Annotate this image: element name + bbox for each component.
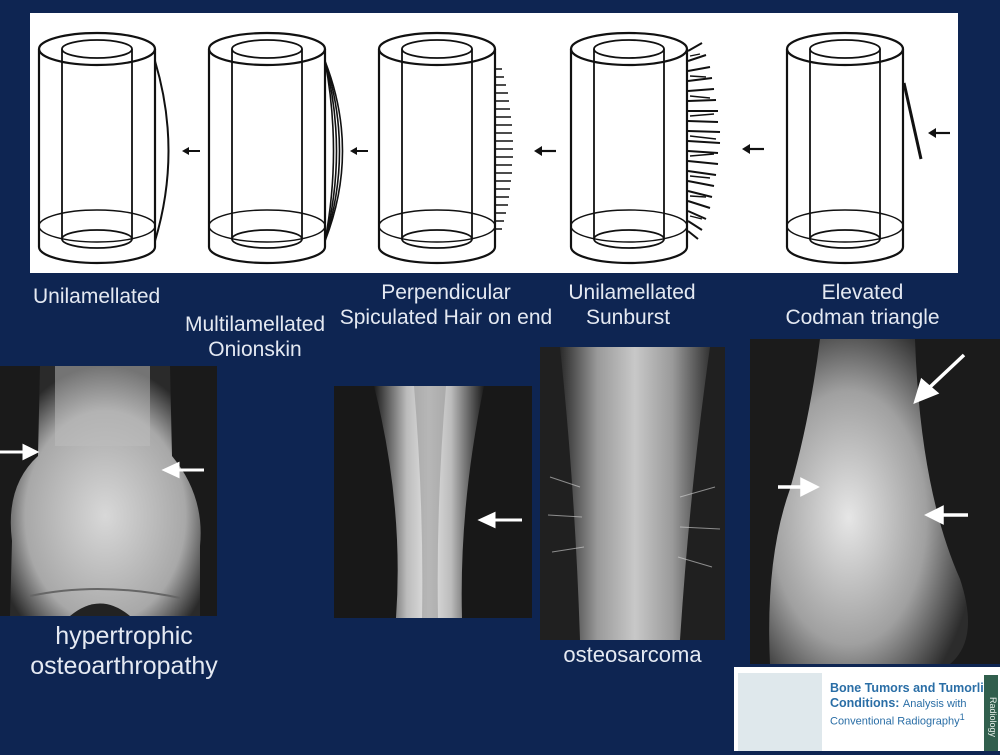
label-line: Sunburst (586, 306, 671, 329)
label-line: Unilamellated (33, 285, 161, 308)
paper-title: Bone Tumors and Tumorlike Conditions: An… (830, 681, 998, 712)
journal-name: Radiology (988, 696, 998, 738)
label-multilamellated: Multilamellated Onionskin (185, 312, 325, 362)
label-sunburst: Unilamellated Sunburst (566, 280, 698, 330)
diagram-perpendicular-hair-on-end (377, 31, 556, 265)
label-perpendicular: Perpendicular Spiculated Hair on end (336, 280, 556, 330)
paper-cover-image (738, 673, 822, 751)
caption-line: hypertrophic (55, 622, 193, 650)
label-line: Perpendicular (381, 281, 511, 304)
diagram-unilamellated (37, 31, 200, 265)
paper-title-rest: Analysis with (902, 698, 967, 710)
xray-hypertrophic-osteoarthropathy (0, 366, 217, 616)
xray-hair-on-end (334, 386, 532, 618)
periosteal-reaction-diagram-panel (30, 13, 958, 273)
diagram-multilamellated-onionskin (207, 31, 368, 265)
caption-hypertrophic-osteoarthropathy: hypertrophic osteoarthropathy (14, 621, 234, 681)
diagram-canvas (37, 31, 950, 265)
xray-codman-triangle (750, 339, 1000, 664)
reference-paper-thumbnail: Bone Tumors and Tumorlike Conditions: An… (734, 667, 1000, 751)
xray-osteosarcoma-sunburst (540, 347, 725, 640)
paper-title-line: Conditions: Analysis with (830, 696, 998, 712)
label-codman: Elevated Codman triangle (780, 280, 945, 330)
label-line: Onionskin (208, 338, 302, 361)
label-line: Elevated (821, 281, 904, 304)
label-line: Codman triangle (785, 306, 940, 329)
label-unilamellated: Unilamellated (33, 284, 160, 309)
journal-spine: Radiology (984, 675, 998, 751)
caption-line: osteoarthropathy (30, 652, 218, 680)
paper-subtitle-text: Conventional Radiography (830, 715, 960, 728)
diagram-codman-triangle (785, 31, 950, 265)
caption-osteosarcoma: osteosarcoma (563, 642, 702, 667)
paper-footnote-marker: 1 (959, 712, 965, 722)
diagram-sunburst (569, 31, 764, 265)
paper-title-bold: Conditions: (830, 696, 900, 710)
paper-subtitle: Conventional Radiography1 (830, 711, 965, 729)
label-line: Unilamellated (568, 281, 696, 304)
paper-title-line: Bone Tumors and Tumorlike (830, 681, 998, 695)
label-line: Spiculated Hair on end (339, 306, 553, 329)
label-line: Multilamellated (185, 313, 326, 336)
